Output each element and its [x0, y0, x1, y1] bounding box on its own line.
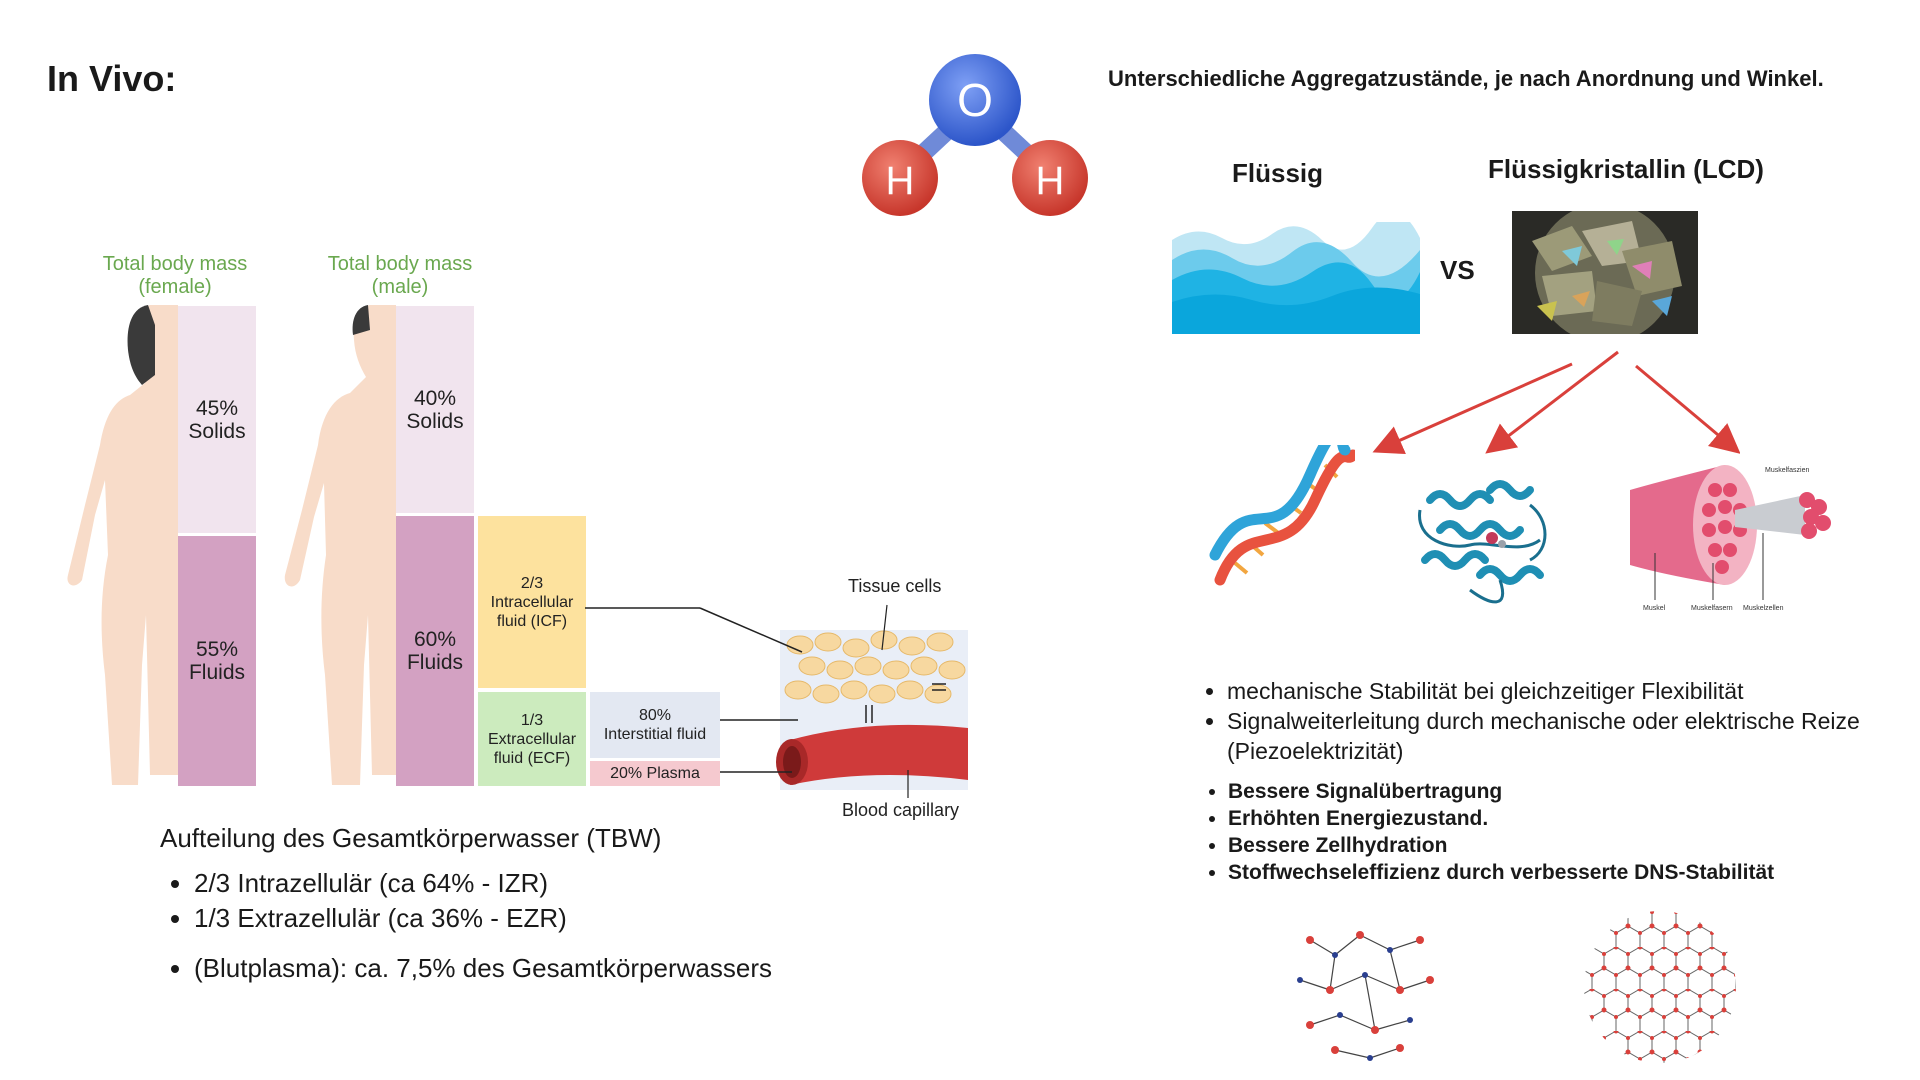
interstitial-label: 80% Interstitial fluid: [603, 707, 707, 743]
liquid-crystal-image: [1512, 211, 1698, 334]
tissue-capillary-illustration: [585, 604, 968, 798]
female-solids-bar: 45% Solids: [178, 306, 256, 533]
benefit-item: Bessere Signalübertragung: [1228, 778, 1774, 805]
tbw-plasma-item: (Blutplasma): ca. 7,5% des Gesamtkörperw…: [194, 951, 772, 986]
male-fluids-label: 60% Fluids: [406, 628, 464, 674]
male-body-silhouette: [284, 305, 396, 785]
muscle-cells-label: Muskelzellen: [1743, 605, 1784, 612]
icf-label: 2/3 Intracellular fluid (ICF): [490, 574, 574, 630]
benefit-item: Bessere Zellhydration: [1228, 832, 1774, 859]
page-title: In Vivo:: [47, 58, 177, 99]
protein-structure-icon: [1418, 480, 1547, 604]
versus-label: VS: [1440, 255, 1475, 285]
tbw-plasma-list: (Blutplasma): ca. 7,5% des Gesamtkörperw…: [170, 951, 772, 986]
properties-list: mechanische Stabilität bei gleichzeitige…: [1205, 676, 1867, 766]
dna-helix-icon: [1209, 445, 1355, 586]
tbw-item: 1/3 Extrazellulär (ca 36% - EZR): [194, 901, 567, 936]
tbw-list: 2/3 Intrazellulär (ca 64% - IZR) 1/3 Ext…: [170, 866, 567, 936]
benefit-item: Stoffwechseleffizienz durch verbesserte …: [1228, 859, 1774, 886]
liquid-label: Flüssig: [1232, 158, 1324, 188]
muscle-label: Muskel: [1643, 605, 1666, 612]
tbw-title: Aufteilung des Gesamtkörperwasser (TBW): [160, 823, 662, 853]
muscle-fibers-label: Muskelfasern: [1691, 605, 1733, 612]
male-mass-label: Total body mass (male): [327, 253, 473, 298]
male-solids-bar: 40% Solids: [396, 306, 474, 513]
benefits-list: Bessere Signalübertragung Erhöhten Energ…: [1208, 778, 1774, 886]
muscle-fascia-label: Muskelfaszien: [1765, 467, 1809, 474]
interstitial-box: 80% Interstitial fluid: [590, 692, 720, 758]
property-item: Signalweiterleitung durch mechanische od…: [1227, 706, 1867, 766]
hydrogen-label-left: H: [886, 159, 915, 203]
hexagonal-lattice-icon: [1584, 911, 1736, 1063]
property-item: mechanische Stabilität bei gleichzeitige…: [1227, 676, 1867, 706]
female-fluids-bar: 55% Fluids: [178, 536, 256, 786]
female-solids-label: 45% Solids: [188, 396, 246, 443]
tbw-item: 2/3 Intrazellulär (ca 64% - IZR): [194, 866, 567, 901]
liquid-waves-image: [1172, 222, 1420, 334]
aggregate-states-heading: Unterschiedliche Aggregatzustände, je na…: [1108, 66, 1824, 91]
plasma-box: 20% Plasma: [590, 761, 720, 786]
tissue-cells-label: Tissue cells: [848, 576, 942, 596]
oxygen-label: O: [957, 74, 993, 126]
muscle-structure-icon: Muskelfaszien Muskel Muskelfasern Muskel…: [1630, 465, 1831, 612]
red-arrows: [1372, 350, 1740, 454]
ecf-box: 1/3 Extracellular fluid (ECF): [478, 692, 586, 786]
ecf-label: 1/3 Extracellular fluid (ECF): [487, 711, 577, 767]
female-body-silhouette: [67, 305, 178, 785]
blood-capillary-label: Blood capillary: [842, 800, 960, 820]
benefit-item: Erhöhten Energiezustand.: [1228, 805, 1774, 832]
plasma-label: 20% Plasma: [610, 765, 700, 782]
hydrogen-label-right: H: [1036, 159, 1065, 203]
female-mass-label: Total body mass (female): [102, 253, 248, 298]
water-molecule-icon: O H H: [862, 54, 1088, 216]
male-solids-label: 40% Solids: [406, 386, 464, 433]
disordered-water-network-icon: [1297, 931, 1434, 1061]
liquid-crystal-label: Flüssigkristallin (LCD): [1488, 154, 1764, 184]
male-fluids-bar: 60% Fluids: [396, 516, 474, 786]
female-fluids-label: 55% Fluids: [188, 638, 246, 684]
icf-box: 2/3 Intracellular fluid (ICF): [478, 516, 586, 688]
